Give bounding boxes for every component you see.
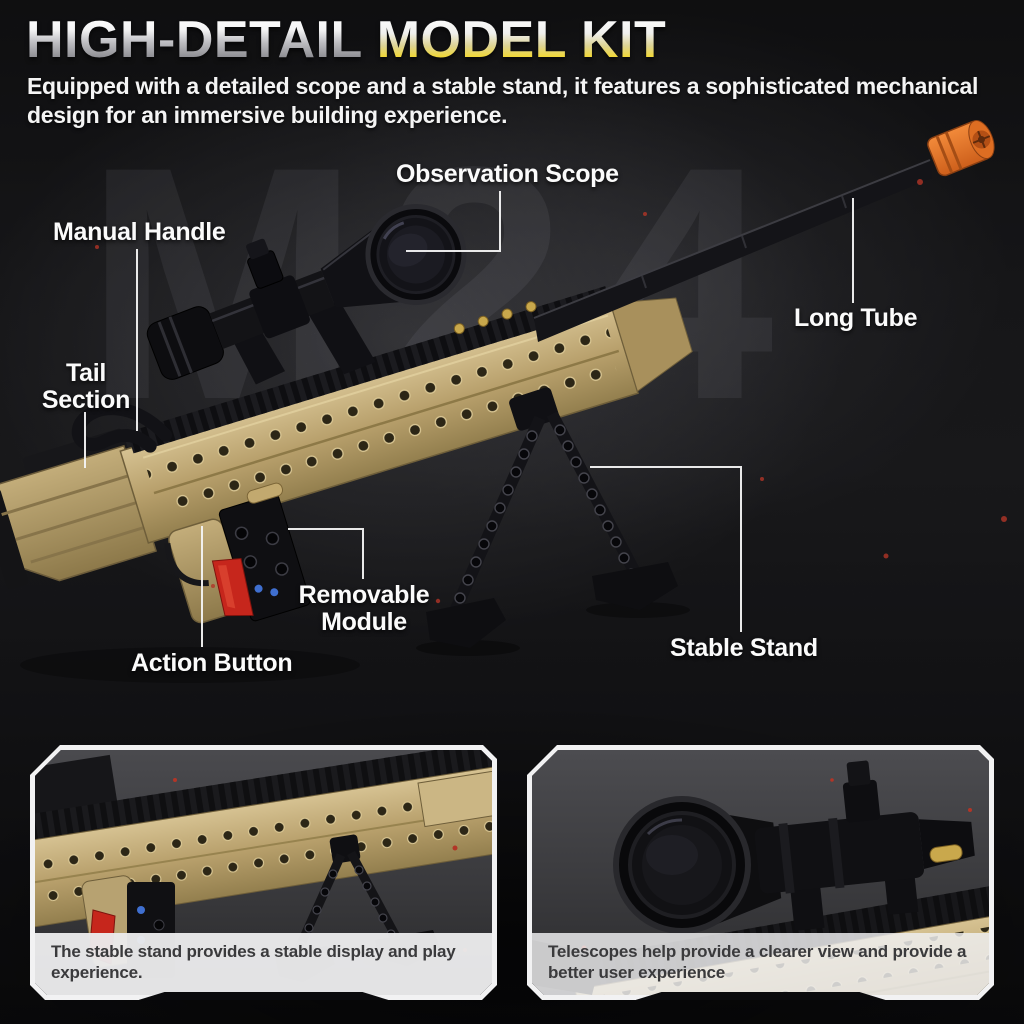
feature-panel-stand: The stable stand provides a stable displ… <box>30 745 497 1000</box>
title-yellow-part: MODEL KIT <box>376 11 667 69</box>
bipod-group <box>416 387 690 656</box>
feature-panel-telescope: Telescopes help provide a clearer view a… <box>527 745 994 1000</box>
callout-label-observation-scope: Observation Scope <box>396 160 619 188</box>
frame-notch <box>635 992 886 1000</box>
frame-notch <box>138 992 389 1000</box>
panel-photo-stand: The stable stand provides a stable displ… <box>35 750 492 995</box>
callout-line-removable-module <box>288 528 364 579</box>
panel-caption-stand: The stable stand provides a stable displ… <box>35 933 492 995</box>
callout-line-observation-scope <box>406 191 501 252</box>
rifle-body-group <box>0 286 693 624</box>
callout-line-stable-stand <box>590 466 742 632</box>
rifle-illustration <box>0 120 1007 683</box>
muzzle-group <box>927 120 995 177</box>
page-title: HIGH-DETAIL MODEL KIT <box>26 10 666 70</box>
callout-label-removable-module: Removable Module <box>298 581 430 636</box>
panel-photo-telescope: Telescopes help provide a clearer view a… <box>532 750 989 995</box>
callout-lines <box>84 191 854 647</box>
bolt-handle-shape <box>71 402 173 453</box>
scope-group <box>146 204 467 385</box>
callout-label-manual-handle: Manual Handle <box>53 218 226 246</box>
panel-caption-telescope: Telescopes help provide a clearer view a… <box>532 933 989 995</box>
callout-label-stable-stand: Stable Stand <box>670 634 818 662</box>
callout-label-tail-section: Tail Section <box>41 359 131 414</box>
barrel-group <box>533 159 932 342</box>
subtitle-text: Equipped with a detailed scope and a sta… <box>27 73 979 128</box>
callout-label-long-tube: Long Tube <box>794 304 918 332</box>
ember-speckles <box>95 179 1007 604</box>
callout-label-action-button: Action Button <box>131 649 293 677</box>
title-silver-part: HIGH-DETAIL <box>26 11 377 69</box>
